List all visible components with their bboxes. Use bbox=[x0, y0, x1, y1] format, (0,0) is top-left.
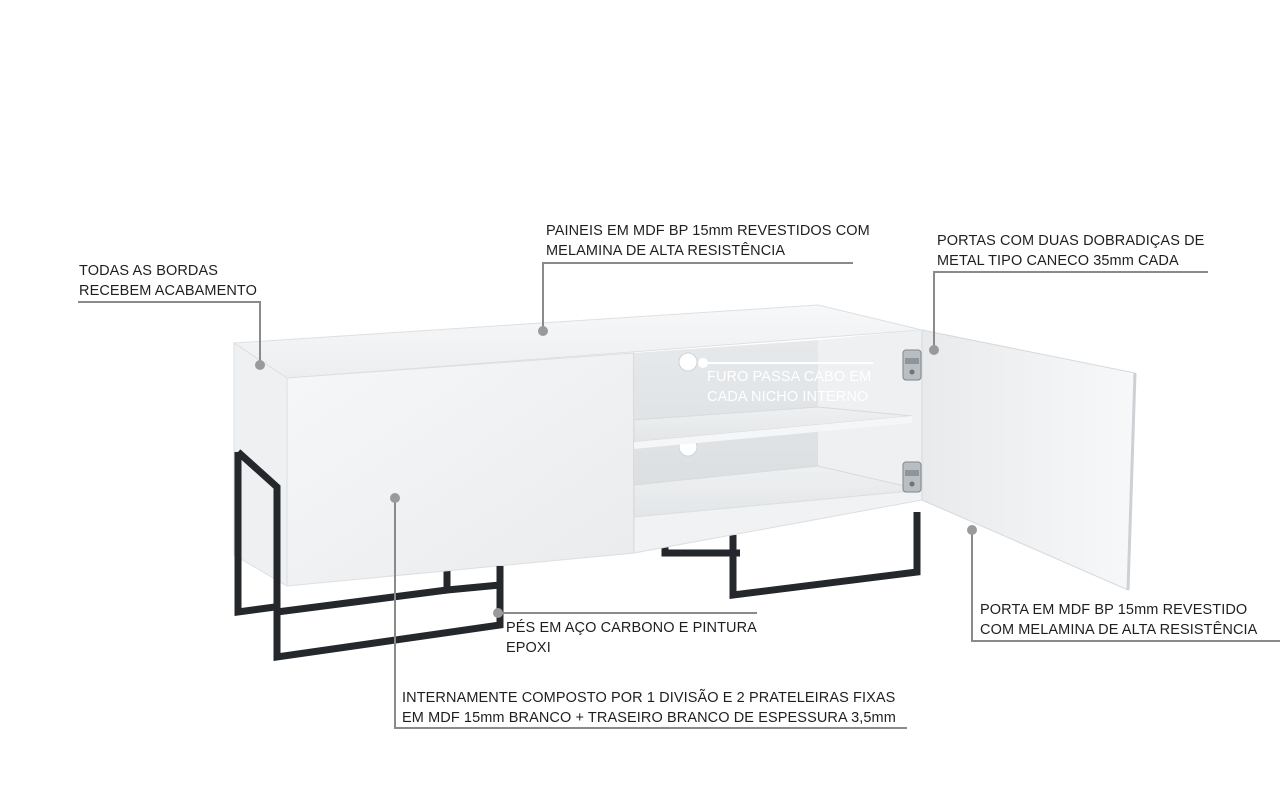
label-door-line-2: COM MELAMINA DE ALTA RESISTÊNCIA bbox=[980, 622, 1258, 638]
label-feet: PÉS EM AÇO CARBONO E PINTURA EPOXI bbox=[506, 618, 757, 658]
dot-cable-hole bbox=[698, 358, 708, 368]
label-feet-line-2: EPOXI bbox=[506, 640, 551, 656]
hinge-upper bbox=[902, 349, 922, 381]
closed-door-front bbox=[286, 352, 635, 587]
label-hinges-line-1: PORTAS COM DUAS DOBRADIÇAS DE bbox=[937, 233, 1205, 249]
label-edges-line-2: RECEBEM ACABAMENTO bbox=[79, 283, 257, 299]
label-cable-hole-line-1: FURO PASSA CABO EM bbox=[707, 369, 872, 385]
front-left-leg-frame bbox=[235, 449, 504, 662]
label-panels-line-2: MELAMINA DE ALTA RESISTÊNCIA bbox=[546, 243, 786, 259]
label-panels: PAINEIS EM MDF BP 15mm REVESTIDOS COM ME… bbox=[546, 221, 870, 261]
cable-hole-upper bbox=[678, 352, 698, 372]
label-panels-line-1: PAINEIS EM MDF BP 15mm REVESTIDOS COM bbox=[546, 223, 870, 239]
leader-edges bbox=[78, 301, 261, 365]
dot-panels bbox=[538, 326, 548, 336]
leader-panels bbox=[542, 262, 853, 331]
leader-hinges bbox=[933, 271, 1208, 350]
label-interior: INTERNAMENTE COMPOSTO POR 1 DIVISÃO E 2 … bbox=[402, 688, 896, 728]
label-edges-line-1: TODAS AS BORDAS bbox=[79, 263, 219, 279]
leader-dots bbox=[255, 326, 977, 618]
label-hinges: PORTAS COM DUAS DOBRADIÇAS DE METAL TIPO… bbox=[937, 231, 1204, 271]
open-door bbox=[921, 329, 1136, 591]
front-legs bbox=[234, 449, 504, 662]
dot-edges bbox=[255, 360, 265, 370]
label-edges: TODAS AS BORDAS RECEBEM ACABAMENTO bbox=[79, 261, 257, 301]
label-hinges-line-2: METAL TIPO CANECO 35mm CADA bbox=[937, 253, 1179, 269]
upper-shelf-edge bbox=[634, 416, 912, 449]
label-interior-line-2: EM MDF 15mm BRANCO + TRASEIRO BRANCO DE … bbox=[402, 710, 896, 726]
dot-door bbox=[967, 525, 977, 535]
dot-feet bbox=[493, 608, 503, 618]
front-left-leg-side bbox=[234, 452, 276, 617]
leader-lines bbox=[78, 262, 1280, 729]
label-door-line-1: PORTA EM MDF BP 15mm REVESTIDO bbox=[980, 602, 1248, 618]
label-cable-hole-line-2: CADA NICHO INTERNO bbox=[707, 389, 869, 405]
label-interior-line-1: INTERNAMENTE COMPOSTO POR 1 DIVISÃO E 2 … bbox=[402, 690, 896, 706]
back-left-leg bbox=[443, 570, 501, 594]
label-cable-hole: FURO PASSA CABO EM CADA NICHO INTERNO bbox=[707, 367, 871, 407]
open-door-edge bbox=[1126, 372, 1137, 591]
hinge-lower bbox=[902, 461, 922, 493]
label-door: PORTA EM MDF BP 15mm REVESTIDO COM MELAM… bbox=[980, 600, 1257, 640]
dot-interior bbox=[390, 493, 400, 503]
leader-door bbox=[971, 530, 1280, 642]
front-left-leg-crossbar bbox=[276, 586, 448, 616]
back-right-leg-frame bbox=[729, 512, 921, 599]
leader-interior bbox=[394, 498, 907, 729]
label-feet-line-1: PÉS EM AÇO CARBONO E PINTURA bbox=[506, 620, 757, 636]
dot-hinges bbox=[929, 345, 939, 355]
